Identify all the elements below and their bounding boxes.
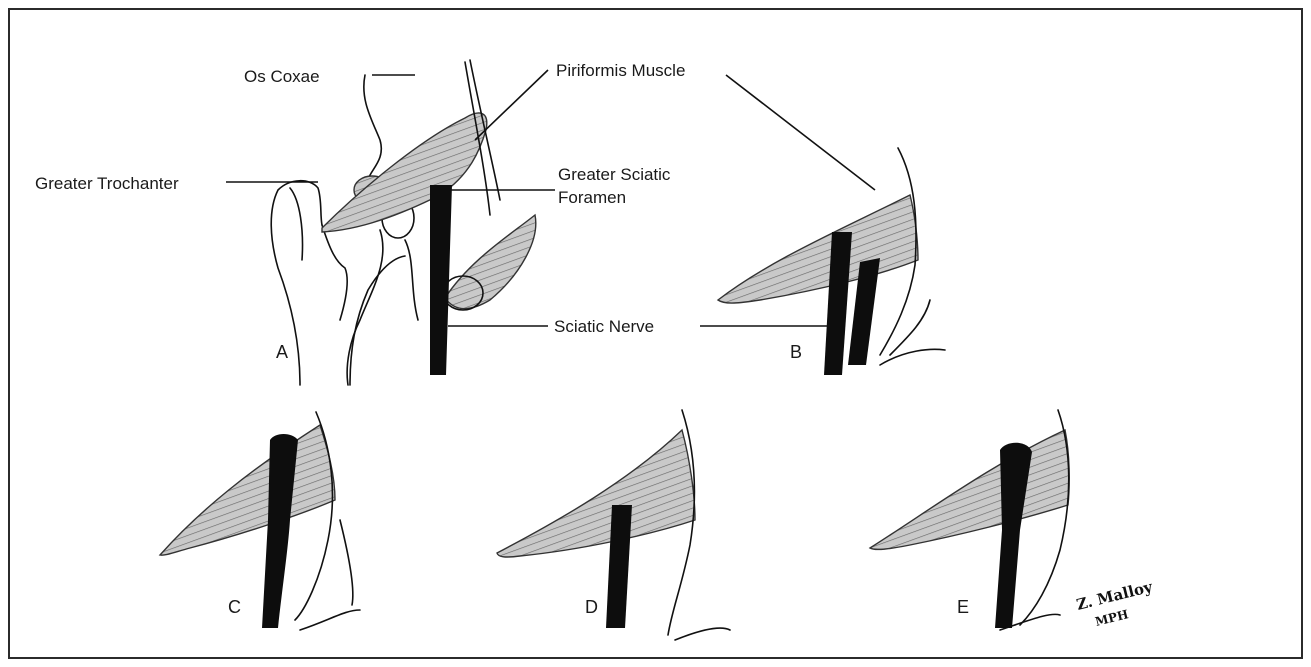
label-piriformis-muscle: Piriformis Muscle bbox=[556, 61, 685, 80]
label-os-coxae: Os Coxae bbox=[244, 67, 320, 86]
panel-label-c: C bbox=[228, 597, 241, 617]
piriformis-leader-b bbox=[726, 75, 875, 190]
label-sciatic-nerve: Sciatic Nerve bbox=[554, 317, 654, 336]
panel-label-b: B bbox=[790, 342, 802, 362]
panel-b-drawing bbox=[718, 148, 945, 375]
label-greater-sciatic-line2: Foramen bbox=[558, 188, 626, 207]
label-greater-sciatic-line1: Greater Sciatic bbox=[558, 165, 671, 184]
panel-d-drawing bbox=[497, 410, 730, 640]
piriformis-leader-a bbox=[475, 70, 548, 140]
panel-a-drawing bbox=[271, 60, 536, 385]
panel-label-d: D bbox=[585, 597, 598, 617]
svg-text:MPH: MPH bbox=[1094, 607, 1130, 629]
artist-signature: Z. Malloy MPH bbox=[1075, 577, 1160, 632]
panel-e-drawing bbox=[870, 410, 1069, 630]
panel-label-a: A bbox=[276, 342, 288, 362]
panel-c-drawing bbox=[160, 412, 360, 630]
label-greater-trochanter: Greater Trochanter bbox=[35, 174, 179, 193]
panel-label-e: E bbox=[957, 597, 969, 617]
svg-text:Z. Malloy: Z. Malloy bbox=[1075, 577, 1156, 614]
figure-frame bbox=[9, 9, 1302, 658]
